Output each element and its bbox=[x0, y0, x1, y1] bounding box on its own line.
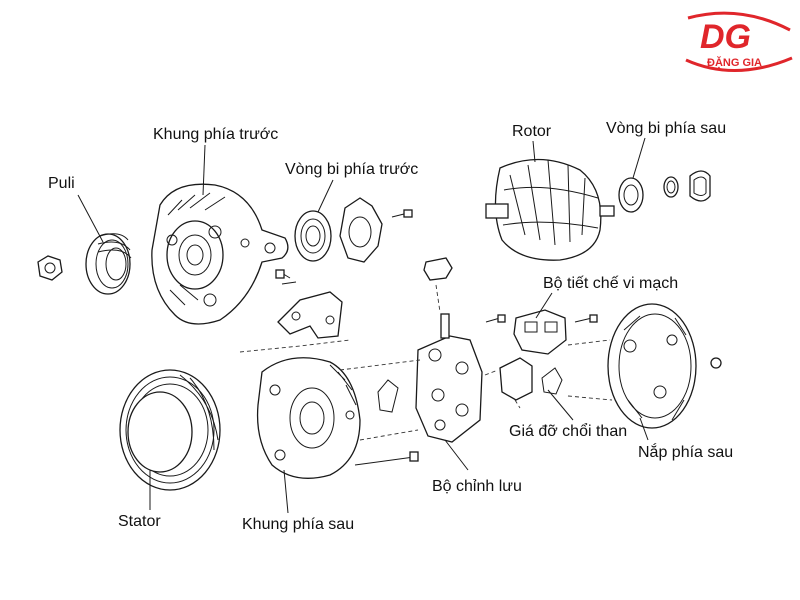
dang-gia-logo: DG ĐẶNG GIA bbox=[685, 11, 793, 72]
label-puli: Puli bbox=[48, 175, 75, 192]
label-rear-frame: Khung phía sau bbox=[242, 516, 354, 533]
logo-name: ĐẶNG GIA bbox=[707, 56, 762, 69]
label-rectifier: Bộ chỉnh lưu bbox=[432, 478, 522, 495]
label-rear-cover: Nắp phía sau bbox=[638, 442, 733, 461]
rectifier bbox=[377, 257, 483, 443]
label-front-frame: Khung phía trước bbox=[153, 126, 278, 143]
bracket-parts bbox=[275, 269, 343, 339]
label-rear-bearing: Vòng bi phía sau bbox=[606, 120, 726, 137]
logo-mark: DG bbox=[700, 18, 751, 56]
ic-regulator bbox=[485, 309, 598, 355]
brush-holder bbox=[499, 357, 563, 401]
front-frame bbox=[151, 183, 289, 325]
stator bbox=[119, 369, 221, 491]
label-front-bearing: Vòng bi phía trước bbox=[285, 161, 418, 178]
label-ic-regulator: Bộ tiết chế vi mạch bbox=[543, 275, 678, 292]
rotor bbox=[485, 158, 615, 261]
pulley-parts bbox=[37, 233, 132, 295]
label-rotor: Rotor bbox=[512, 123, 552, 140]
rear-cover bbox=[607, 303, 722, 429]
leader-lines bbox=[77, 137, 649, 514]
rear-frame bbox=[256, 357, 419, 479]
front-bearing-parts bbox=[294, 197, 413, 263]
label-brush-holder: Giá đỡ chổi than bbox=[509, 422, 627, 440]
label-stator: Stator bbox=[118, 513, 161, 530]
rear-bearing-parts bbox=[618, 170, 711, 213]
alignment-lines bbox=[239, 339, 613, 441]
